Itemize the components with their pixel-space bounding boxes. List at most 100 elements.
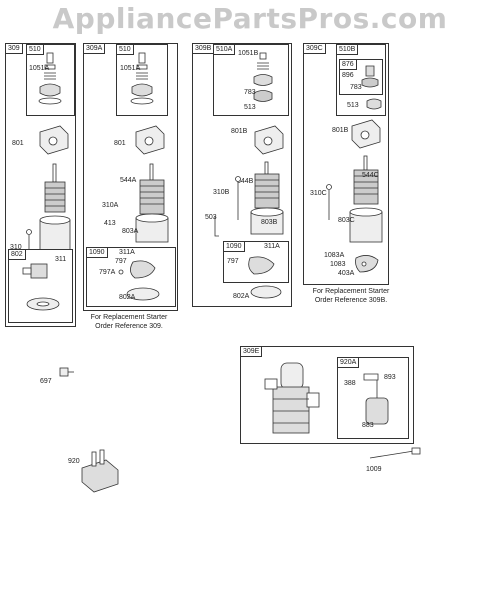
gear-876-drawing — [361, 65, 379, 88]
part-803C: 803C — [338, 217, 355, 224]
part-797-309B: 797 — [227, 258, 239, 265]
bolt-310C-drawing — [326, 184, 332, 220]
note-309C-line1: For Replacement Starter — [312, 288, 390, 295]
part-801-309A: 801 — [114, 140, 126, 147]
panel-309B-tag: 309B — [192, 43, 215, 54]
part-1009: 1009 — [366, 466, 382, 473]
part-783: 783 — [244, 89, 256, 96]
panel-309B: 309B 510A 1051B 783 513 801B 544B 310B 5… — [192, 43, 292, 307]
brush-assembly-drawing — [118, 260, 160, 301]
part-311: 311 — [55, 256, 67, 263]
part-883: 883 — [362, 422, 374, 429]
subassembly-510-309A-tag: 510 — [116, 44, 134, 55]
note-309A-line1: For Replacement Starter — [90, 314, 168, 321]
subassembly-510-309A: 510 1051A — [116, 44, 168, 116]
part-697: 697 — [40, 378, 52, 385]
note-309A: For Replacement Starter Order Reference … — [78, 313, 180, 331]
plate-802A-drawing — [250, 285, 282, 299]
armature-drawing-309B — [250, 161, 284, 235]
part-783-309C: 783 — [350, 84, 362, 91]
bolt-697-drawing — [59, 367, 74, 377]
panel-309-tag: 309 — [5, 43, 23, 54]
pinion-gear-drawing-309A — [130, 52, 154, 105]
armature-drawing-309A — [135, 163, 169, 243]
panel-309E: 309E 920A 388 893 883 — [240, 346, 414, 444]
brush-plate-drawing — [22, 263, 60, 311]
panel-309C: 309C 510B 876 896 783 513 801B 544C 310C — [303, 43, 389, 285]
part-896: 896 — [342, 72, 354, 79]
part-310A: 310A — [102, 202, 119, 209]
subassembly-920A: 920A 388 893 883 — [337, 357, 409, 439]
subassembly-510B-tag: 510B — [336, 44, 359, 55]
bolt-1009-drawing — [369, 447, 421, 459]
pinion-gear-drawing — [38, 52, 62, 105]
part-893: 893 — [384, 374, 396, 381]
part-802A-309B: 802A — [233, 293, 250, 300]
end-cap-drawing-309C — [351, 119, 381, 149]
part-544A: 544A — [120, 177, 137, 184]
solenoid-drawing — [363, 373, 389, 425]
part-1051A: 1051A — [29, 65, 50, 72]
end-cap-drawing-309A — [135, 125, 165, 155]
part-503: 503 — [205, 214, 217, 221]
part-1083: 1083 — [330, 261, 346, 268]
note-309C-line2: Order Reference 309B. — [314, 297, 388, 304]
bolt-310B-drawing — [235, 176, 241, 220]
part-803A: 803A — [122, 228, 139, 235]
panel-309C-tag: 309C — [303, 43, 326, 54]
subassembly-510A: 510A 1051B 783 513 — [213, 44, 289, 116]
bracket-503-drawing — [214, 216, 219, 237]
part-310: 310 — [10, 244, 22, 251]
end-cap-drawing-309B — [254, 125, 284, 155]
end-cap-drawing — [39, 125, 69, 155]
part-513-309C: 513 — [347, 102, 359, 109]
brush-holder-drawing-309C — [355, 255, 379, 273]
subassembly-1090: 1090 311A 797 797A 802A — [86, 247, 176, 307]
subassembly-1090-309B-tag: 1090 — [223, 241, 245, 252]
part-413: 413 — [104, 220, 116, 227]
note-309A-line2: Order Reference 309. — [95, 323, 163, 330]
subassembly-802: 802 311 — [8, 249, 73, 323]
panel-309: 309 510 1051A 801 310 803 802 — [5, 43, 76, 327]
inner-box-876-tag: 876 — [339, 59, 357, 70]
subassembly-510A-tag: 510A — [213, 44, 236, 55]
brush-assembly-drawing-309B — [248, 256, 275, 275]
part-310B: 310B — [213, 189, 230, 196]
part-544C: 544C — [362, 172, 379, 179]
panel-309A: 309A 510 1051A 801 544A 310A 413 803A 10… — [83, 43, 178, 311]
note-309C: For Replacement Starter Order Reference … — [296, 287, 406, 305]
starter-motor-drawing — [264, 362, 320, 434]
subassembly-1090-309B: 1090 311A 797 — [223, 241, 289, 283]
part-797: 797 — [115, 258, 127, 265]
part-403A: 403A — [338, 270, 355, 277]
part-801B: 801B — [231, 128, 248, 135]
part-310C: 310C — [310, 190, 327, 197]
subassembly-510-tag: 510 — [26, 44, 44, 55]
part-803B: 803B — [261, 219, 278, 226]
inner-box-876: 876 896 783 — [339, 59, 383, 95]
part-311A: 311A — [119, 249, 135, 256]
part-388: 388 — [344, 380, 356, 387]
subassembly-510: 510 1051A — [26, 44, 75, 116]
part-797A: 797A — [99, 269, 116, 276]
part-801: 801 — [12, 140, 24, 147]
watermark: AppliancePartsPros.com — [52, 2, 448, 35]
armature-drawing — [39, 163, 71, 255]
solenoid-920-drawing — [81, 449, 119, 493]
part-513: 513 — [244, 104, 256, 111]
subassembly-510B: 510B 876 896 783 513 — [336, 44, 386, 116]
part-544B: 544B — [237, 178, 254, 185]
panel-309A-tag: 309A — [83, 43, 106, 54]
part-1083A: 1083A — [324, 252, 345, 259]
part-1051B: 1051B — [238, 50, 259, 57]
armature-drawing-309C — [349, 155, 383, 243]
gear-513-drawing — [366, 98, 382, 110]
part-1051A-309A: 1051A — [120, 65, 141, 72]
part-801B-309C: 801B — [332, 127, 349, 134]
part-802A: 802A — [119, 294, 136, 301]
part-920: 920 — [68, 458, 80, 465]
pinion-gear-drawing-309B — [253, 52, 273, 102]
panel-309E-tag: 309E — [240, 346, 263, 357]
subassembly-920A-tag: 920A — [337, 357, 360, 368]
subassembly-802-tag: 802 — [8, 249, 26, 260]
